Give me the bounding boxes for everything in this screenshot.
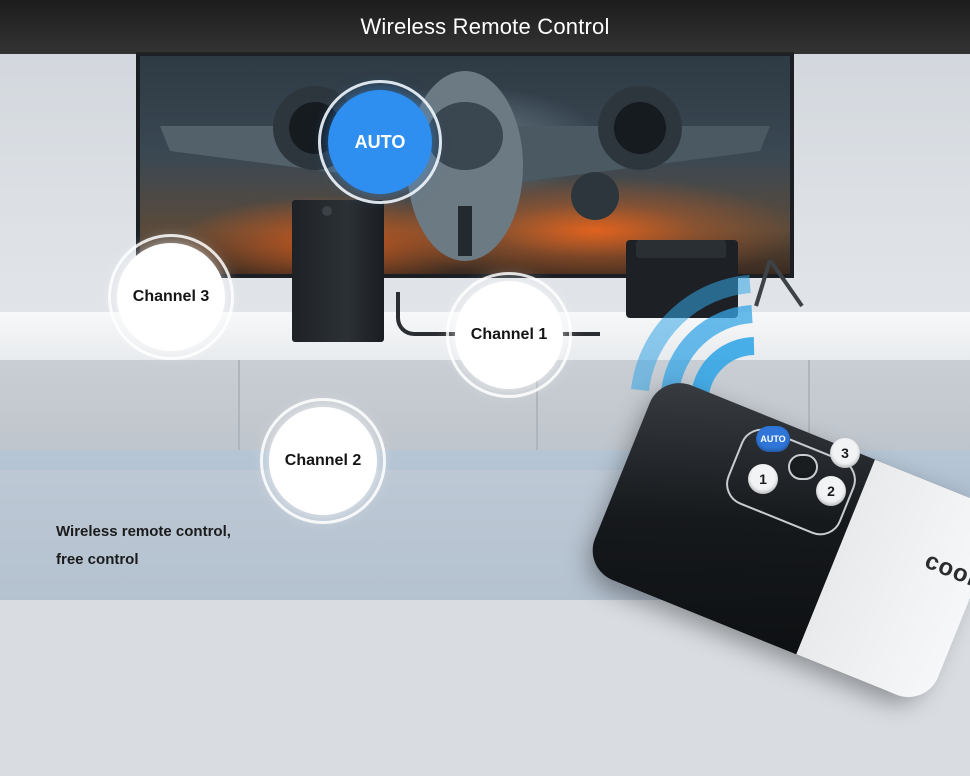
channel-3-label: Channel 3 xyxy=(132,288,210,305)
stand-panel xyxy=(0,360,240,450)
page-title: Wireless Remote Control xyxy=(360,14,610,39)
jet-engine-right-inner xyxy=(614,102,666,154)
remote-center-button[interactable] xyxy=(788,454,818,480)
remote-body xyxy=(582,373,970,707)
game-console xyxy=(292,200,384,342)
remote-control: AUTO 3 1 2 cooi xyxy=(582,373,970,776)
stand-panel xyxy=(240,360,538,450)
stand-panel xyxy=(538,360,810,450)
channel-2-label: Channel 2 xyxy=(284,452,362,469)
feature-caption: Wireless remote control, free control xyxy=(56,518,231,574)
remote-button-3[interactable]: 3 xyxy=(830,438,860,468)
caption-line-1: Wireless remote control, xyxy=(56,523,231,540)
channel-1-label: Channel 1 xyxy=(470,326,548,343)
auto-mode-label: AUTO xyxy=(354,131,406,152)
remote-button-1[interactable]: 1 xyxy=(748,464,778,494)
tv-leg-right xyxy=(754,260,804,308)
channel-2-badge: Channel 2 xyxy=(260,398,386,524)
auto-mode-disc: AUTO xyxy=(328,90,432,194)
jet-engine-lower xyxy=(571,172,619,220)
tv-screen xyxy=(136,52,794,278)
caption-line-2: free control xyxy=(56,551,139,568)
auto-mode-badge: AUTO xyxy=(318,80,442,204)
title-bar: Wireless Remote Control xyxy=(0,0,970,54)
channel-2-disc: Channel 2 xyxy=(269,407,377,515)
jet-gear xyxy=(458,206,472,256)
remote-auto-button[interactable]: AUTO xyxy=(756,426,790,452)
remote-button-2[interactable]: 2 xyxy=(816,476,846,506)
channel-1-disc: Channel 1 xyxy=(455,281,563,389)
wifi-signal-icon xyxy=(631,275,755,396)
channel-3-badge: Channel 3 xyxy=(108,234,234,360)
jet-cockpit xyxy=(427,102,503,170)
channel-1-badge: Channel 1 xyxy=(446,272,572,398)
channel-3-disc: Channel 3 xyxy=(117,243,225,351)
